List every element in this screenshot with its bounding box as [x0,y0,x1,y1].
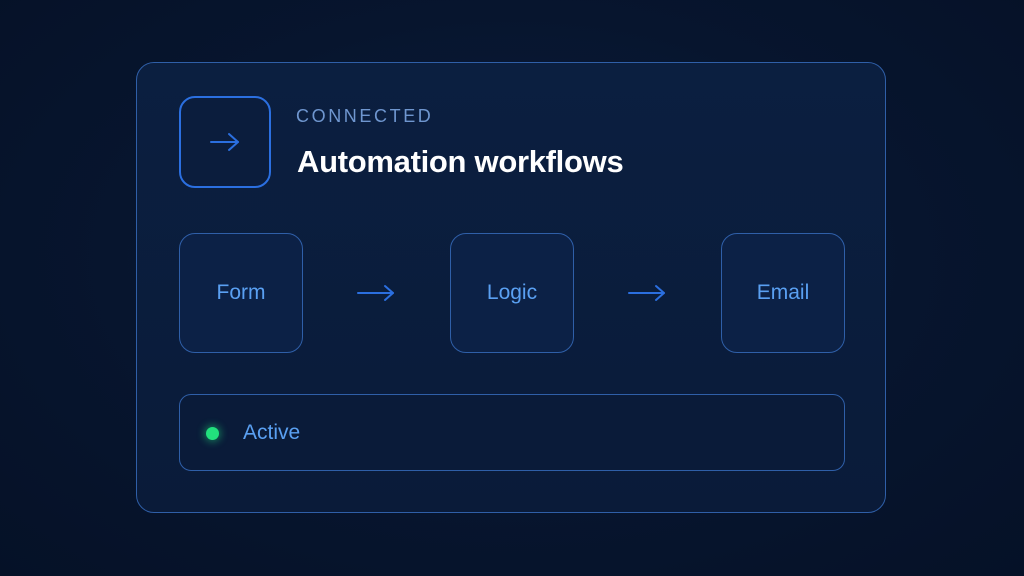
arrow-right-icon [210,133,239,151]
workflow-step-label: Email [756,281,810,304]
arrow-right-icon [628,285,665,301]
workflow-step-label: Form [216,281,266,304]
workflow-step-form[interactable]: Form [179,233,303,353]
connection-status-label: CONNECTED [296,106,434,126]
status-indicator-dot [206,427,219,440]
page-title: Automation workflows [297,144,624,179]
status-bar [179,394,845,471]
workflow-step-label: Logic [486,281,538,304]
arrow-right-icon [357,285,394,301]
workflow-step-logic[interactable]: Logic [450,233,574,353]
status-text: Active [243,421,301,444]
workflow-icon-tile [179,96,271,188]
workflow-step-email[interactable]: Email [721,233,845,353]
